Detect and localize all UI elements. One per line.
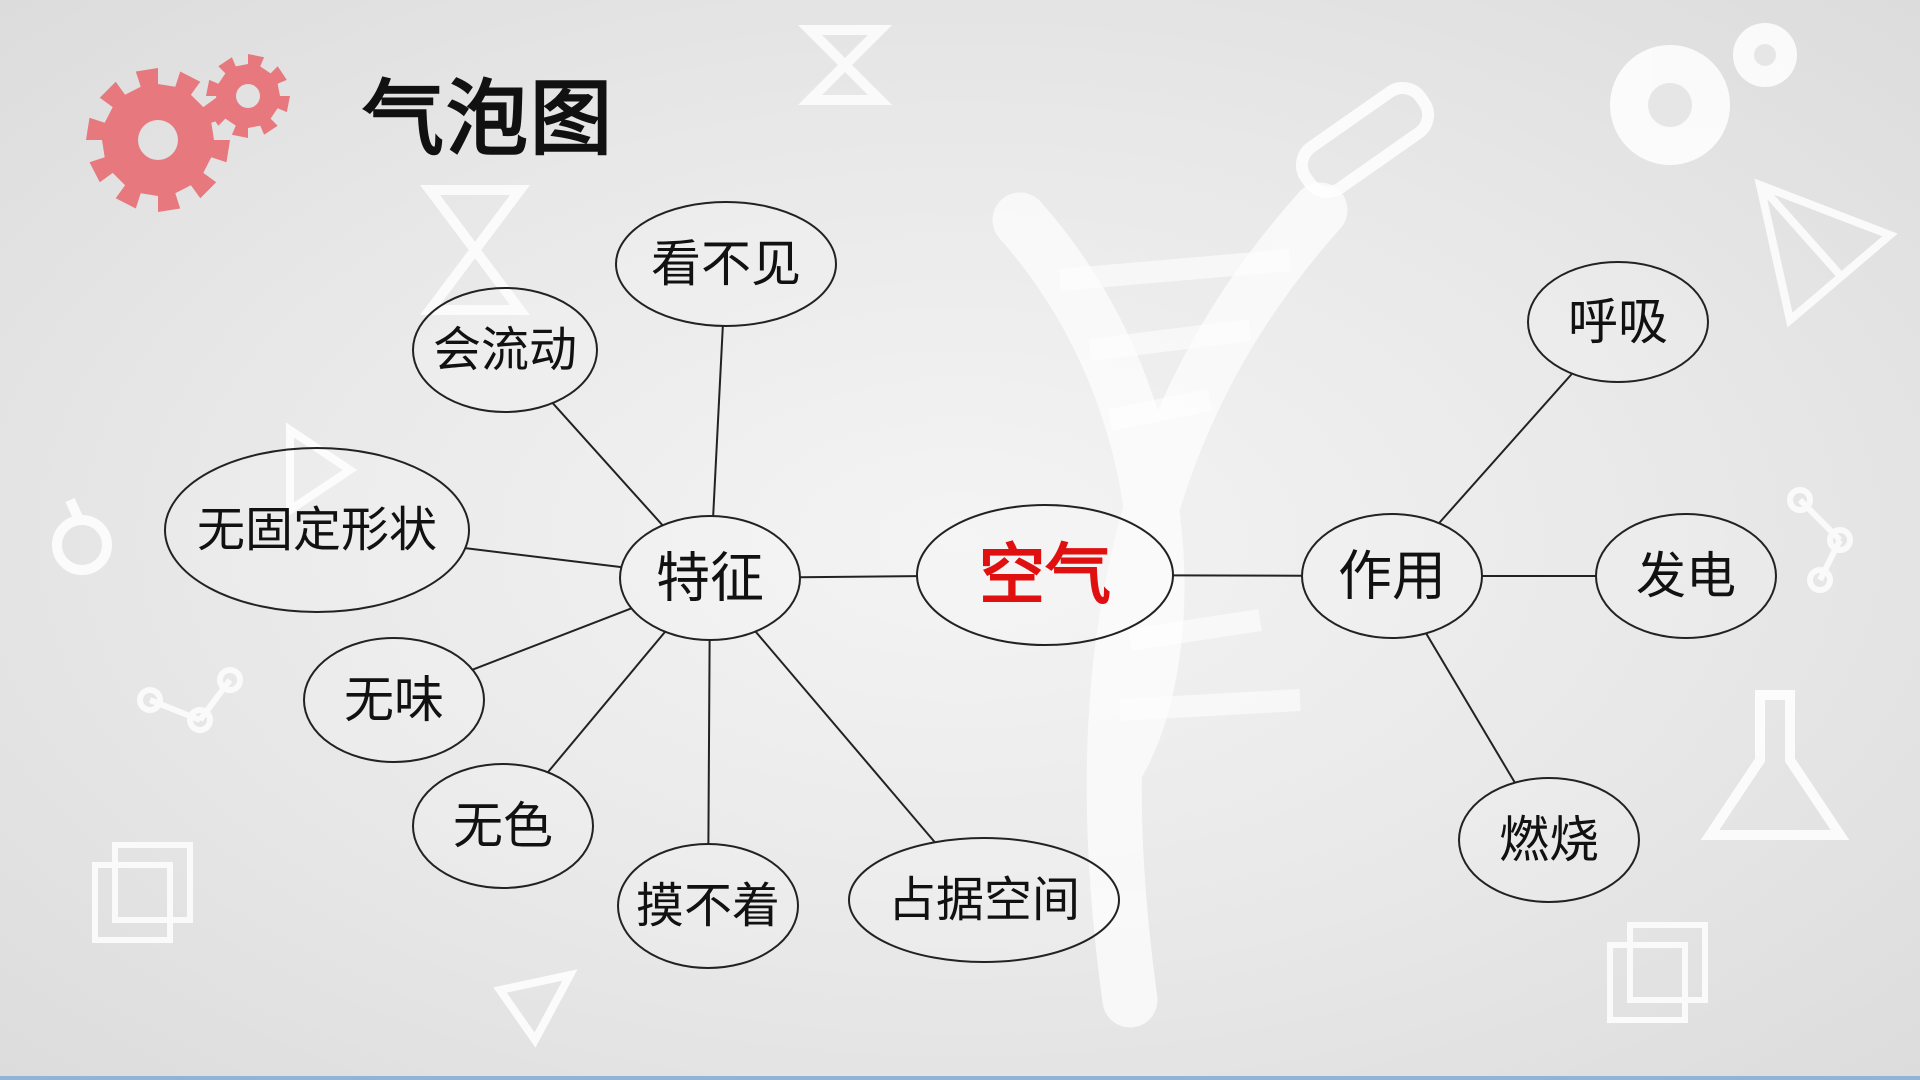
item-node-bubble bbox=[303, 637, 485, 763]
center-node: 空气 bbox=[916, 504, 1174, 646]
item-node-bubble bbox=[164, 447, 470, 613]
item-node-label: 呼吸 bbox=[1568, 293, 1668, 351]
center-node-label: 空气 bbox=[979, 537, 1111, 614]
item-node-bubble bbox=[412, 287, 598, 413]
item-node: 无味 bbox=[303, 637, 485, 763]
item-node: 发电 bbox=[1595, 513, 1777, 639]
item-node: 占据空间 bbox=[848, 837, 1120, 963]
item-node-label: 无色 bbox=[453, 797, 553, 855]
connector-branch-0-item-2 bbox=[465, 547, 622, 569]
test-tube-icon bbox=[1295, 82, 1435, 198]
connector-branch-0-item-1 bbox=[551, 402, 664, 526]
bottom-bar bbox=[0, 1076, 1920, 1080]
item-node-label: 无味 bbox=[344, 671, 444, 729]
hourglass-icon bbox=[420, 25, 893, 315]
cube-icon bbox=[92, 842, 1708, 1023]
item-node-bubble bbox=[617, 843, 799, 969]
item-node-label: 看不见 bbox=[651, 235, 801, 293]
item-node-bubble bbox=[412, 763, 594, 889]
connector-branch-1-item-2 bbox=[1425, 632, 1516, 784]
molecule-icon bbox=[137, 487, 1853, 733]
item-node: 无色 bbox=[412, 763, 594, 889]
triangle-icon bbox=[286, 178, 1898, 1048]
center-node-bubble bbox=[916, 504, 1174, 646]
item-node-label: 燃烧 bbox=[1499, 811, 1599, 869]
connector-branch-0-item-0 bbox=[712, 325, 724, 517]
item-node-label: 摸不着 bbox=[636, 878, 780, 934]
item-node: 呼吸 bbox=[1527, 261, 1709, 383]
branch-node-1-bubble bbox=[1301, 513, 1483, 639]
connector-branch-1-item-0 bbox=[1438, 372, 1573, 524]
connector-branch-0-item-4 bbox=[547, 631, 666, 773]
gear-icon bbox=[86, 54, 290, 212]
slide-title: 气泡图 bbox=[362, 72, 615, 167]
item-node: 看不见 bbox=[615, 201, 837, 327]
item-node-bubble bbox=[1458, 777, 1640, 903]
branch-node-0-label: 特征 bbox=[656, 547, 764, 610]
item-node-bubble bbox=[1527, 261, 1709, 383]
item-node-label: 无固定形状 bbox=[197, 502, 437, 558]
connector-center-branch-0 bbox=[799, 575, 918, 579]
connectors bbox=[465, 325, 1596, 845]
flask-icon bbox=[52, 497, 1850, 840]
item-node: 会流动 bbox=[412, 287, 598, 413]
connector-branch-0-item-6 bbox=[754, 630, 936, 843]
branch-node-0: 特征 bbox=[619, 515, 801, 641]
branch-node-1: 作用 bbox=[1301, 513, 1483, 639]
dna-rungs bbox=[1059, 249, 1301, 721]
branch-node-1-label: 作用 bbox=[1338, 545, 1446, 608]
item-node-bubble bbox=[615, 201, 837, 327]
item-node-label: 占据空间 bbox=[888, 872, 1080, 928]
item-node-label: 会流动 bbox=[433, 322, 577, 378]
branch-node-0-bubble bbox=[619, 515, 801, 641]
item-node: 无固定形状 bbox=[164, 447, 470, 613]
item-node: 燃烧 bbox=[1458, 777, 1640, 903]
connector-branch-0-item-5 bbox=[707, 639, 711, 845]
item-node-bubble bbox=[848, 837, 1120, 963]
connector-branch-0-item-3 bbox=[472, 607, 632, 671]
item-node: 摸不着 bbox=[617, 843, 799, 969]
item-node-bubble bbox=[1595, 513, 1777, 639]
item-node-label: 发电 bbox=[1636, 547, 1736, 605]
